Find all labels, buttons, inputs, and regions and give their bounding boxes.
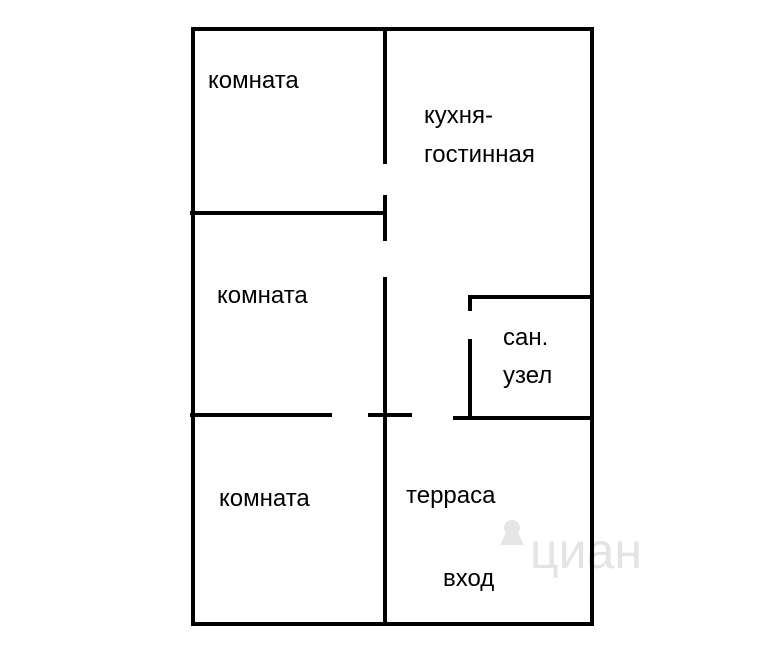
- watermark: циан: [500, 520, 642, 579]
- bathroom-label-line2: узел: [503, 362, 552, 389]
- kitchen-label-line2: гостинная: [424, 141, 535, 168]
- entrance-label: вход: [443, 565, 494, 592]
- bathroom-label-line1: сан.: [503, 324, 548, 351]
- room-label-top-left: комната: [208, 67, 299, 94]
- terrace-label: терраса: [406, 482, 496, 509]
- kitchen-label-line1: кухня-: [424, 102, 493, 129]
- outer-wall: [191, 27, 594, 626]
- watermark-logo-icon: [500, 520, 524, 545]
- room-label-middle-left: комната: [217, 282, 308, 309]
- room-label-bottom-left: комната: [219, 485, 310, 512]
- watermark-text: циан: [530, 523, 642, 579]
